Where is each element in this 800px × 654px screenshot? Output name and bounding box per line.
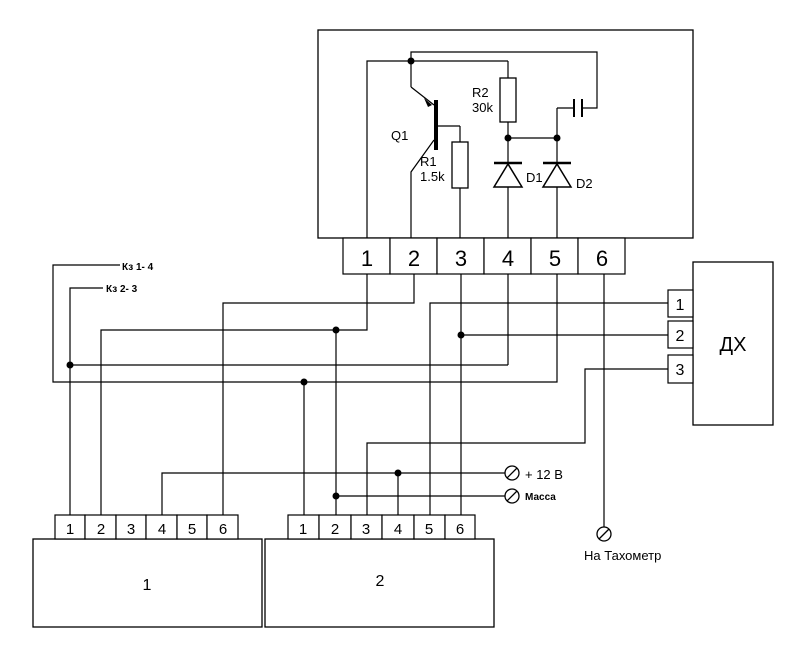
block-1-pin-label: 1 bbox=[66, 521, 74, 538]
junction-dot bbox=[504, 134, 512, 142]
top-terminal-label: 5 bbox=[549, 246, 561, 271]
block-1-pin-label: 6 bbox=[219, 521, 227, 538]
top-terminal-label: 6 bbox=[596, 246, 608, 271]
top-terminal-5 bbox=[530, 237, 579, 275]
junction-dot bbox=[332, 492, 340, 500]
block-2-pin-label: 1 bbox=[299, 521, 307, 538]
d2-diode-icon bbox=[541, 161, 573, 188]
d2-label: D2 bbox=[576, 176, 593, 191]
block-1-pin-4 bbox=[145, 514, 178, 540]
r1-value-label: 1.5k bbox=[420, 169, 445, 184]
plus-12v-terminal-icon bbox=[504, 465, 520, 481]
d1-diode-icon bbox=[492, 161, 524, 188]
dx-pin-label: 2 bbox=[676, 328, 685, 345]
d1-label: D1 bbox=[526, 170, 543, 185]
block-2-pin-6 bbox=[444, 514, 476, 540]
block-1-label: 1 bbox=[143, 577, 152, 594]
block-2-pin-strip: 1 2 3 4 5 6 bbox=[287, 514, 476, 540]
block-2-label: 2 bbox=[376, 573, 385, 590]
block-2-pin-label: 5 bbox=[425, 521, 433, 538]
connector-block-2 bbox=[264, 538, 495, 628]
junction-dot bbox=[407, 57, 415, 65]
external-wiring bbox=[52, 264, 668, 527]
block-2-pin-label: 3 bbox=[362, 521, 370, 538]
kz-1-4-label: Кз 1- 4 bbox=[122, 262, 154, 273]
dx-label: ДХ bbox=[720, 334, 747, 356]
junction-dot bbox=[332, 326, 340, 334]
capacitor-icon bbox=[573, 99, 583, 117]
junction-dot bbox=[300, 378, 308, 386]
top-terminal-label: 1 bbox=[361, 246, 373, 271]
block-2-pin-label: 4 bbox=[394, 521, 402, 538]
dx-pin-label: 3 bbox=[676, 362, 685, 379]
junction-dot bbox=[66, 361, 74, 369]
module-internal-wiring bbox=[366, 51, 598, 240]
block-1-pin-label: 2 bbox=[97, 521, 105, 538]
r2-resistor-icon bbox=[499, 77, 517, 123]
r2-value-label: 30k bbox=[472, 100, 493, 115]
junction-dot bbox=[457, 331, 465, 339]
block-1-pin-3 bbox=[115, 514, 147, 540]
r1-resistor-icon bbox=[451, 141, 469, 189]
block-2-pin-5 bbox=[413, 514, 446, 540]
block-2-pin-1 bbox=[287, 514, 320, 540]
tachometer-label: На Тахометр bbox=[584, 548, 661, 563]
block-2-pin-label: 2 bbox=[331, 521, 339, 538]
block-2-pin-label: 6 bbox=[456, 521, 464, 538]
connector-block-1 bbox=[32, 538, 263, 628]
top-terminal-label: 3 bbox=[455, 246, 467, 271]
block-1-pin-label: 4 bbox=[158, 521, 166, 538]
tachometer-terminal-icon bbox=[596, 526, 612, 542]
emitter-arrow-icon bbox=[424, 98, 432, 107]
q1-label: Q1 bbox=[391, 128, 408, 143]
junction-dot bbox=[553, 134, 561, 142]
top-terminal-6 bbox=[577, 237, 626, 275]
r1-name-label: R1 bbox=[420, 154, 437, 169]
dx-pin-label: 1 bbox=[676, 297, 685, 314]
block-1-pin-label: 5 bbox=[188, 521, 196, 538]
r2-name-label: R2 bbox=[472, 85, 489, 100]
kz-2-3-label: Кз 2- 3 bbox=[106, 284, 138, 295]
top-terminal-label: 2 bbox=[408, 246, 420, 271]
top-terminal-label: 4 bbox=[502, 246, 514, 271]
block-1-pin-label: 3 bbox=[127, 521, 135, 538]
junction-dot bbox=[394, 469, 402, 477]
block-1-pin-5 bbox=[176, 514, 208, 540]
plus-12v-label: + 12 В bbox=[525, 467, 563, 482]
electronic-module bbox=[317, 29, 694, 239]
ground-terminal-icon bbox=[504, 488, 520, 504]
top-terminal-strip: 1 2 3 4 5 6 bbox=[342, 237, 626, 275]
top-terminal-4 bbox=[483, 237, 532, 275]
ground-label: Масса bbox=[525, 492, 556, 503]
dx-pin-1 bbox=[667, 289, 694, 318]
dx-sensor-block bbox=[692, 261, 774, 426]
block-1-pin-strip: 1 2 3 4 5 6 bbox=[54, 514, 239, 540]
block-1-pin-6 bbox=[206, 514, 239, 540]
